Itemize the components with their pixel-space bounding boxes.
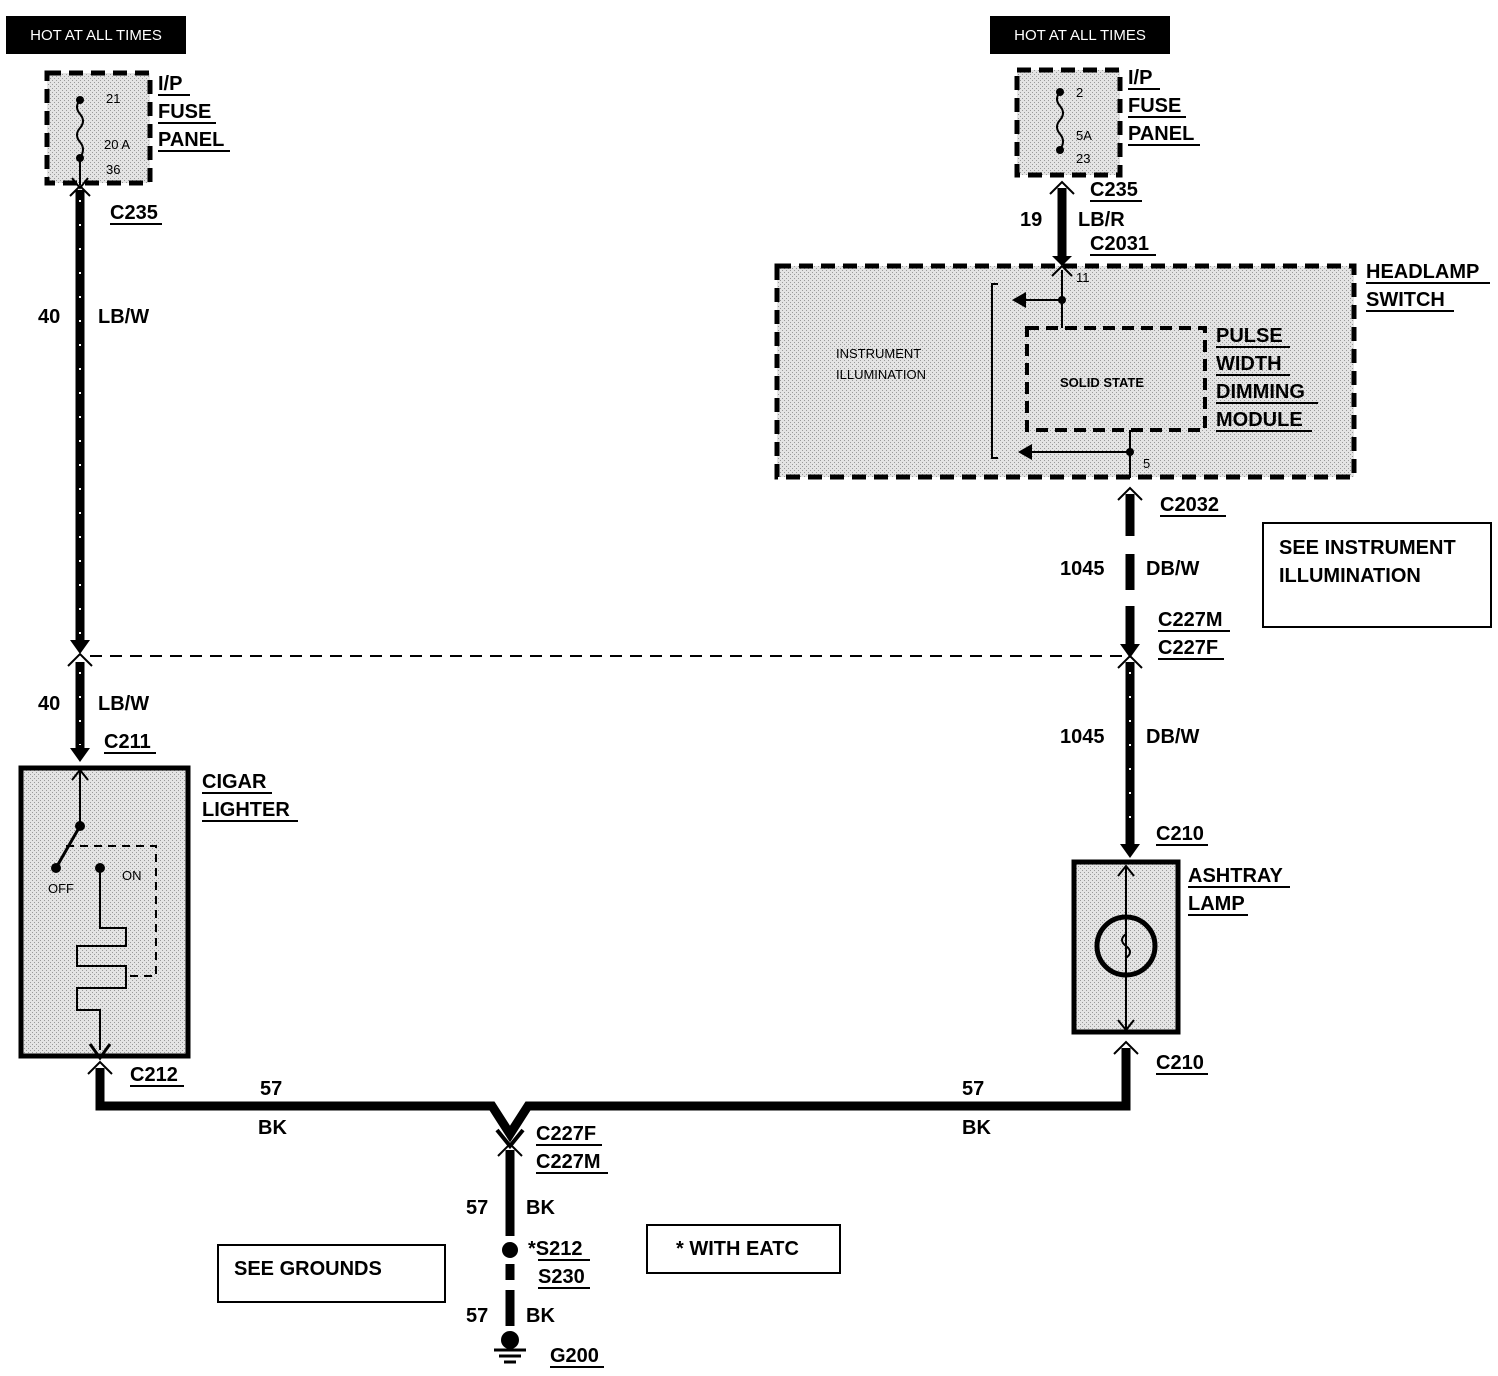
wire-left-lower-color: LB/W [98, 693, 149, 715]
wire-right-lower [1117, 654, 1143, 858]
splice-dot [502, 1242, 518, 1258]
instrument-illumination-line2: ILLUMINATION [836, 367, 926, 382]
wire-ground-left-color: BK [258, 1117, 287, 1139]
fuse-right-rating: 5A [1076, 128, 1092, 143]
wire-ground-down-upper-color: BK [526, 1197, 555, 1219]
connector-c227m-right: C227M [1158, 609, 1222, 631]
note-see-instrument-line1: SEE INSTRUMENT [1279, 537, 1456, 559]
note-with-eatc-text: * WITH EATC [676, 1238, 799, 1260]
fuse-icon [76, 99, 84, 159]
module-title-2: WIDTH [1216, 353, 1282, 375]
instrument-illumination-line1: INSTRUMENT [836, 346, 921, 361]
headlamp-pin-bottom: 5 [1143, 456, 1150, 471]
ground-g200: G200 [550, 1345, 599, 1367]
note-with-eatc: * WITH EATC [646, 1224, 841, 1274]
wire-ground-down-upper-circuit: 57 [466, 1197, 488, 1219]
fuse-right-title-1: I/P [1128, 67, 1152, 89]
heating-element [76, 868, 127, 1050]
headlamp-switch-title-2: SWITCH [1366, 289, 1445, 311]
cigar-lighter: OFF ON [18, 765, 191, 1061]
cigar-off-label: OFF [48, 881, 74, 896]
headlamp-pin-top: 11 [1076, 270, 1090, 285]
wire-left-lower-circuit: 40 [38, 693, 60, 715]
wire-right-top-circuit: 19 [1020, 209, 1042, 231]
ground-terminal [501, 1331, 519, 1349]
wire-right-upper [1117, 486, 1143, 658]
ground-bus [87, 1040, 1139, 1349]
splice-s230: S230 [538, 1266, 585, 1288]
connector-c227f-bottom: C227F [536, 1123, 596, 1145]
fuse-right-title-3: PANEL [1128, 123, 1194, 145]
illumination-bracket [991, 283, 998, 459]
connector-c235-left: C235 [110, 202, 158, 224]
fuse-right-pin-bottom: 23 [1076, 151, 1090, 166]
ashtray-lamp [1071, 859, 1181, 1035]
note-see-instrument: SEE INSTRUMENT ILLUMINATION [1262, 522, 1492, 628]
note-see-grounds: SEE GROUNDS [217, 1244, 446, 1303]
fuse-right-title-2: FUSE [1128, 95, 1181, 117]
connector-c211: C211 [104, 731, 151, 753]
wire-ground-down-lower-circuit: 57 [466, 1305, 488, 1327]
hot-label-right: HOT AT ALL TIMES [990, 16, 1170, 54]
cigar-on-label: ON [122, 868, 142, 883]
fuse-panel-left: 21 20 A 36 I/P FUSE PANEL [44, 70, 230, 190]
connector-c210-bottom: C210 [1156, 1052, 1204, 1074]
hot-label-right-text: HOT AT ALL TIMES [1014, 27, 1146, 44]
connector-c227m-bottom: C227M [536, 1151, 600, 1173]
wire-left-lower [67, 652, 93, 762]
wire-right-top [1049, 180, 1075, 266]
headlamp-switch: 11 5 INSTRUMENT ILLUMINATION SOLID STATE [774, 263, 1357, 480]
note-see-grounds-text: SEE GROUNDS [234, 1258, 382, 1280]
lamp-bulb-icon [1094, 914, 1158, 978]
wire-ground-right-circuit: 57 [962, 1078, 984, 1100]
fuse-left-pin-bottom: 36 [106, 162, 120, 177]
wire-right-lower-circuit: 1045 [1060, 726, 1105, 748]
headlamp-switch-title-1: HEADLAMP [1366, 261, 1479, 283]
connector-c2031: C2031 [1090, 233, 1149, 255]
wire-left-upper-color: LB/W [98, 306, 149, 328]
hot-label-left-text: HOT AT ALL TIMES [30, 27, 162, 44]
note-see-instrument-line2: ILLUMINATION [1279, 565, 1421, 587]
wire-ground-down-lower-color: BK [526, 1305, 555, 1327]
wire-right-lower-color: DB/W [1146, 726, 1199, 748]
module-title-4: MODULE [1216, 409, 1303, 431]
wire-left-upper [69, 184, 91, 654]
fuse-panel-right: 2 5A 23 I/P FUSE PANEL [1014, 67, 1200, 178]
solid-state-label: SOLID STATE [1060, 375, 1144, 390]
connector-c210-top: C210 [1156, 823, 1204, 845]
ashtray-lamp-title-2: LAMP [1188, 893, 1245, 915]
ashtray-lamp-title-1: ASHTRAY [1188, 865, 1283, 887]
connector-c2032: C2032 [1160, 494, 1219, 516]
cigar-lighter-title-2: LIGHTER [202, 799, 290, 821]
cigar-lighter-title-1: CIGAR [202, 771, 267, 793]
splice-s212: *S212 [528, 1238, 583, 1260]
module-title-1: PULSE [1216, 325, 1283, 347]
hot-label-left: HOT AT ALL TIMES [6, 16, 186, 54]
wire-left-upper-circuit: 40 [38, 306, 60, 328]
wire-ground-left-circuit: 57 [260, 1078, 282, 1100]
connector-c212: C212 [130, 1064, 178, 1086]
fuse-left-title-3: PANEL [158, 129, 224, 151]
connector-c235-right: C235 [1090, 179, 1138, 201]
fuse-left-title-1: I/P [158, 73, 182, 95]
fuse-left-rating: 20 A [104, 137, 130, 152]
fuse-right-pin-top: 2 [1076, 85, 1083, 100]
fuse-icon [1056, 91, 1064, 151]
wire-right-top-color: LB/R [1078, 209, 1125, 231]
fuse-left-pin-top: 21 [106, 91, 120, 106]
wire-right-upper-color: DB/W [1146, 558, 1199, 580]
ground-symbol-icon [494, 1348, 526, 1364]
module-title-3: DIMMING [1216, 381, 1305, 403]
solid-state-module [1025, 326, 1207, 432]
fuse-left-title-2: FUSE [158, 101, 211, 123]
wire-ground-right-color: BK [962, 1117, 991, 1139]
wire-right-upper-circuit: 1045 [1060, 558, 1105, 580]
connector-c227f-right: C227F [1158, 637, 1218, 659]
